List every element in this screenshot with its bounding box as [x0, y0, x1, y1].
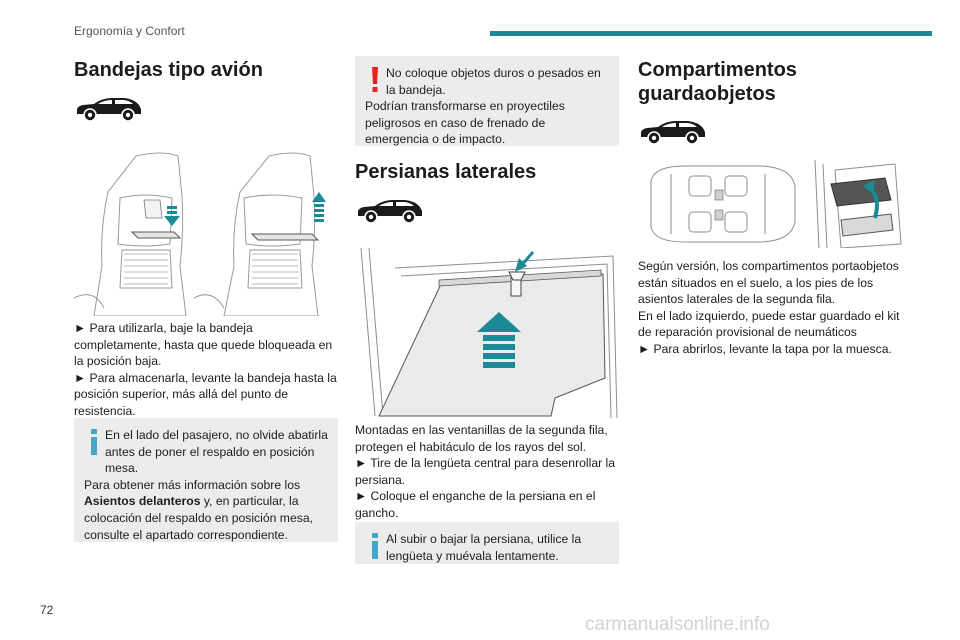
info-note-text-a: Para obtener más información sobre los: [84, 477, 301, 492]
info-icon: [372, 533, 378, 559]
info-note-line1: En el lado del pasajero, no olvide abati…: [105, 428, 328, 476]
heading-compartimentos: Compartimentos guardaobjetos: [638, 58, 797, 106]
info-icon: [91, 429, 97, 455]
compartment-location: Según versión, los compartimentos portao…: [638, 259, 899, 307]
compartment-step-open: ► Para abrirlos, levante la tapa por la …: [638, 341, 892, 356]
watermark: carmanualsonline.info: [585, 614, 770, 635]
sunblind-description: Montadas en las ventanillas de la segund…: [355, 423, 608, 454]
tray-step-lower: ► Para utilizarla, baje la bandeja compl…: [74, 321, 333, 369]
compartment-instructions: Según versión, los compartimentos portao…: [638, 258, 906, 358]
info-note-sunblind-text: Al subir o bajar la persiana, utilice la…: [386, 532, 582, 563]
info-note-link-front-seats: Asientos delanteros: [84, 494, 201, 509]
heading-compartimentos-line1: Compartimentos: [638, 59, 797, 81]
heading-persianas: Persianas laterales: [355, 161, 537, 183]
section-title: Ergonomía y Confort: [74, 24, 185, 38]
car-side-icon: [358, 200, 422, 224]
car-side-icon: [641, 121, 705, 145]
info-note-text-b: y, en particular, la colocación del resp…: [84, 494, 313, 542]
info-note-tray: En el lado del pasajero, no olvide abati…: [74, 418, 338, 542]
warning-icon: [372, 67, 378, 92]
heading-bandejas: Bandejas tipo avión: [74, 59, 263, 81]
sunblind-instructions: Montadas en las ventanillas de la segund…: [355, 422, 620, 522]
page-number: 72: [40, 603, 54, 617]
sunblind-illustration: [355, 248, 619, 418]
info-note-sunblind: Al subir o bajar la persiana, utilice la…: [355, 522, 619, 564]
header-accent-bar: [490, 31, 932, 36]
warning-line1: No coloque objetos duros o pesados en la…: [386, 66, 601, 97]
warning-line2: Podrían transformarse en proyectiles pel…: [365, 99, 565, 147]
tray-instructions: ► Para utilizarla, baje la bandeja compl…: [74, 320, 339, 420]
tray-step-raise: ► Para almacenarla, levante la bandeja h…: [74, 370, 337, 418]
seat-tray-illustration: [74, 148, 336, 316]
heading-compartimentos-line2: guardaobjetos: [638, 83, 776, 105]
compartment-repair-kit: En el lado izquierdo, puede estar guarda…: [638, 308, 900, 340]
warning-note-tray: No coloque objetos duros o pesados en la…: [355, 56, 619, 146]
sunblind-step-hook: ► Coloque el enganche de la persiana en …: [355, 489, 596, 520]
storage-compartment-illustration: [645, 160, 903, 248]
sunblind-step-unroll: ► Tire de la lengüeta central para desen…: [355, 456, 616, 487]
car-side-icon: [77, 98, 141, 122]
